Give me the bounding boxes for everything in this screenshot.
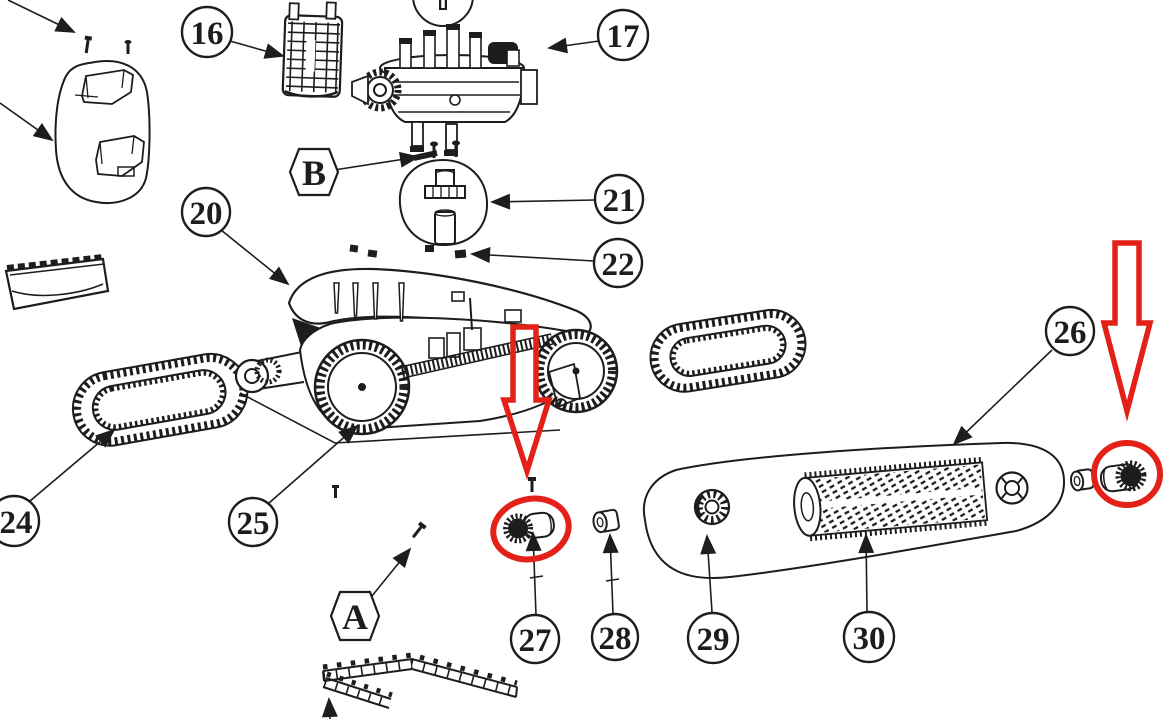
screw-top-left-1 [84,35,93,54]
callout-16: 16 [180,5,234,59]
callout-label-28: 28 [599,621,632,657]
leader-16 [229,40,285,59]
part-track-left [71,352,249,447]
callout-label-27: 27 [519,623,552,659]
callout-28: 28 [590,612,640,662]
leader-29 [700,534,717,613]
callout-label-17: 17 [607,19,640,55]
leader-24 [29,428,116,502]
leader-17 [547,37,600,54]
callout-27: 27 [509,613,561,665]
part-wedge-set-pouch [54,60,151,204]
screw-top-left-2 [124,40,132,54]
screw-b-2 [452,140,460,157]
part-filter-screen [281,1,344,98]
screw-under-body [332,485,339,498]
callout-26: 26 [1044,305,1096,357]
part-fitting-group-21 [398,158,489,247]
leader-27 [525,531,542,616]
callout-label-21: 21 [603,183,636,219]
highlight-arrow-right [1100,240,1154,422]
part-bushing-28 [592,508,620,534]
callout-label-20: 20 [190,196,223,232]
screw-a [411,521,427,539]
screw-27 [528,477,536,492]
part-bumper-strip [322,652,518,709]
part-top-cutoff-component [412,0,474,27]
leader-top-left-screw [7,0,76,33]
leader-22 [470,247,595,264]
highlight-ellipse-right [1091,440,1163,508]
callout-25: 25 [227,496,279,548]
part-pad-squares-22 [349,244,467,259]
part-gear-pin-right [1099,460,1147,493]
callout-label-29: 29 [697,622,730,658]
part-end-plug [995,471,1029,505]
section-letter-a: A [342,597,368,637]
leader-20 [220,229,290,286]
part-spiral-brush-30 [793,456,989,542]
highlight-arrow-left [500,324,553,481]
callout-20: 20 [180,186,232,238]
leader-25 [268,424,359,504]
leader-pouch [0,102,54,142]
callout-29: 29 [686,611,740,665]
callout-30: 30 [842,610,896,664]
callout-label-16: 16 [191,16,224,52]
leader-26 [952,349,1053,446]
callout-label-22: 22 [602,247,635,283]
leader-27-tick [529,575,544,579]
section-label-a: A [329,590,381,642]
part-gear-pin-27 [503,511,555,544]
leader-a [371,547,412,597]
leader-lines [0,0,1053,719]
part-knob-29 [693,488,731,526]
leader-bumper [321,697,338,719]
part-track-right [649,308,807,393]
part-hex-bushing-right [1069,468,1095,492]
red-annotations [490,240,1163,563]
leader-28 [602,533,619,615]
robot-body [234,267,619,444]
leader-21 [490,193,596,210]
part-motor-assembly [351,24,538,156]
callout-label-24: 24 [0,505,33,541]
leader-28-tick [605,578,620,582]
callout-24: 24 [0,494,41,548]
callout-21: 21 [593,173,645,225]
callout-label-26: 26 [1054,315,1087,351]
section-label-b: B [288,147,340,197]
callout-22: 22 [592,237,644,289]
callout-label-25: 25 [237,506,270,542]
part-intake-tray [4,254,110,311]
leader-b-bar [413,150,438,161]
section-letter-b: B [302,153,326,193]
leader-30 [858,533,875,612]
part-brush-housing [642,441,1066,580]
leader-b [333,151,420,171]
callout-17: 17 [596,8,650,62]
callout-label-30: 30 [853,621,886,657]
highlight-ellipse-left [490,495,572,563]
